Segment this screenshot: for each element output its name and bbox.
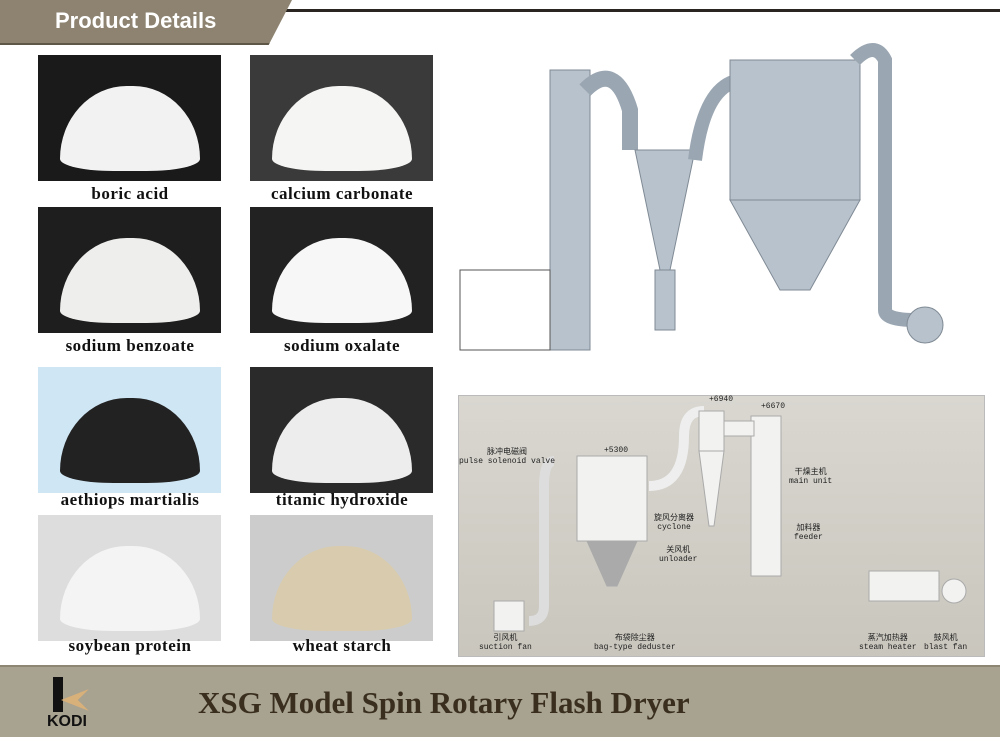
component-label-cn: 旋风分离器 [654,514,694,523]
product-image [250,367,433,493]
component-label-en: bag-type deduster [594,643,676,652]
powder-pile [59,398,200,483]
product-image [38,515,221,641]
product-caption: wheat starch [292,636,392,655]
component-label-en: cyclone [657,523,691,532]
component-label-cn: 干燥主机 [794,468,827,477]
product-image [250,515,433,641]
component-label-cn: 加料器 [796,524,821,533]
height-label: +6940 [709,395,734,404]
component-label-cn: 鼓风机 [933,634,958,643]
dryer-machine-illustration [459,43,944,351]
product-image [250,207,433,333]
product-caption: boric acid [91,184,169,203]
height-label: +5300 [604,446,629,455]
component-label-cn: 蒸汽加热器 [867,634,908,643]
component-label-en: pulse solenoid valve [459,457,556,466]
logo-text: KODI [47,713,87,730]
product-image [38,207,221,333]
product-title: XSG Model Spin Rotary Flash Dryer [198,685,690,720]
product-image [38,55,221,181]
powder-pile [59,546,200,631]
height-label: +6670 [761,402,786,411]
product-caption: titanic hydroxide [275,490,409,509]
powder-pile [271,398,412,483]
product-caption: soybean protein [68,636,192,655]
component-label-en: unloader [659,555,698,564]
component-label-cn: 引风机 [493,634,518,643]
powder-pile [59,86,200,171]
kodi-logo: KODI [45,677,110,732]
powder-pile [271,86,412,171]
dryer-photo [455,20,1000,385]
component-label-cn: 布袋除尘器 [614,634,655,643]
component-label-en: steam heater [859,643,917,652]
component-label-en: blast fan [924,643,968,652]
schematic-drawing [493,406,967,632]
header-rule [0,9,1000,12]
product-caption: sodium oxalate [283,336,401,355]
product-caption: calcium carbonate [270,184,414,203]
section-tab: Product Details [0,0,292,45]
component-label-en: suction fan [479,643,532,652]
footer-banner: KODI XSG Model Spin Rotary Flash Dryer [0,665,1000,737]
product-image [38,367,221,493]
product-image [250,55,433,181]
powder-pile [59,238,200,323]
component-label-cn: 脉冲电磁阀 [487,448,527,457]
component-label-cn: 关风机 [666,546,691,555]
section-title: Product Details [55,8,217,33]
product-caption: sodium benzoate [65,336,195,355]
component-label-en: feeder [794,533,823,542]
powder-pile [271,546,412,631]
product-caption: aethiops martialis [60,490,200,509]
powder-pile [271,238,412,323]
component-label-en: main unit [789,477,833,486]
